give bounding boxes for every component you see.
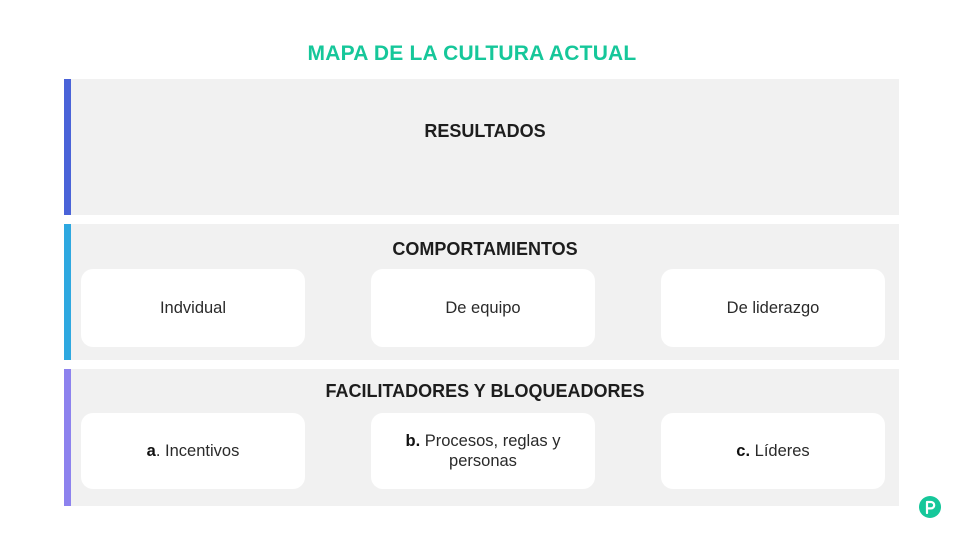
section-comportamientos: COMPORTAMIENTOS Indvidual De equipo De l… bbox=[64, 224, 899, 360]
card-text: c. Líderes bbox=[736, 441, 809, 461]
card-individual: Indvidual bbox=[81, 269, 305, 347]
card-prefix: a bbox=[146, 442, 156, 460]
card-label: De liderazgo bbox=[726, 299, 820, 317]
card-text: a. Incentivos bbox=[147, 441, 240, 461]
card-label: . Incentivos bbox=[155, 442, 240, 460]
card-incentivos: a. Incentivos bbox=[81, 413, 305, 489]
section-title: RESULTADOS bbox=[424, 121, 546, 141]
section-accent-bar bbox=[64, 79, 71, 215]
section-facilitadores-bloqueadores: FACILITADORES Y BLOQUEADORES a. Incentiv… bbox=[64, 369, 899, 506]
card-label: De equipo bbox=[445, 299, 521, 317]
section-title: COMPORTAMIENTOS bbox=[392, 239, 578, 259]
page-title: MAPA DE LA CULTURA ACTUAL bbox=[307, 42, 637, 65]
card-de-liderazgo: De liderazgo bbox=[661, 269, 885, 347]
card-label: Líderes bbox=[750, 442, 810, 460]
card-label: Indvidual bbox=[159, 299, 227, 317]
section-resultados: RESULTADOS bbox=[64, 79, 899, 215]
section-title: FACILITADORES Y BLOQUEADORES bbox=[325, 381, 645, 401]
section-accent-bar bbox=[64, 224, 71, 360]
p-logo-icon bbox=[919, 496, 941, 518]
card-label: Procesos, reglas y personas bbox=[420, 432, 561, 470]
card-lideres: c. Líderes bbox=[661, 413, 885, 489]
card-prefix: b. bbox=[405, 432, 421, 450]
card-de-equipo: De equipo bbox=[371, 269, 595, 347]
card-procesos: b. Procesos, reglas y personas bbox=[371, 413, 595, 489]
p-logo-glyph bbox=[925, 500, 936, 514]
card-prefix: c. bbox=[736, 442, 751, 460]
card-text: b. Procesos, reglas y personas bbox=[397, 431, 569, 471]
section-accent-bar bbox=[64, 369, 71, 506]
